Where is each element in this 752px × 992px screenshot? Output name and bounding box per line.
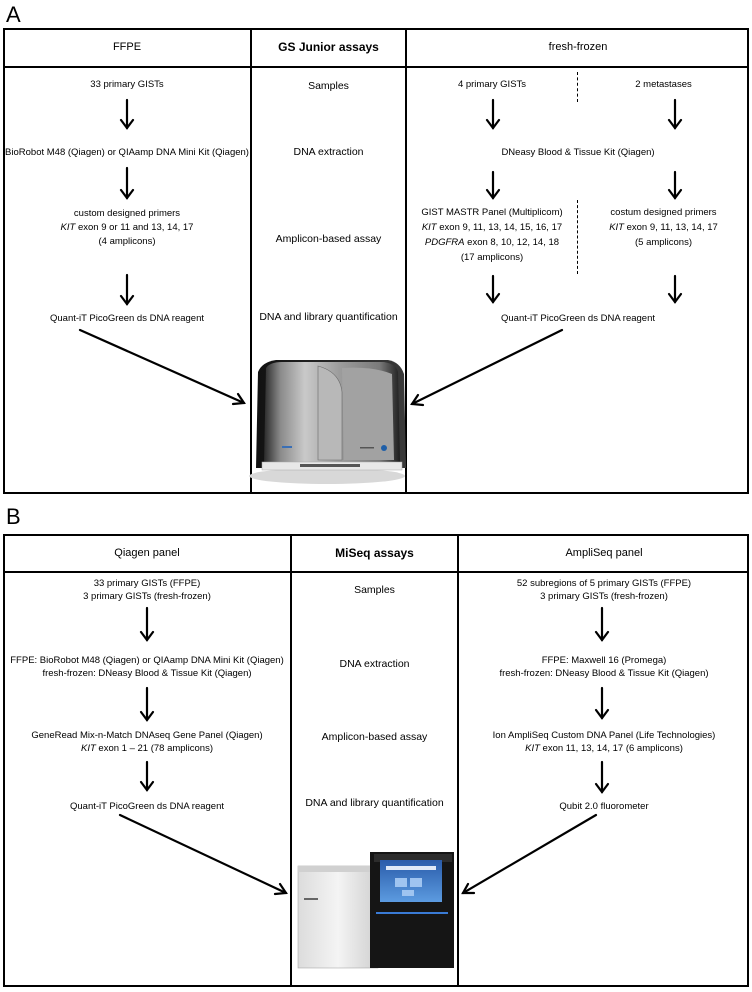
panel-a-right-divider xyxy=(405,28,407,494)
ffpe-quant: Quant-iT PicoGreen ds DNA reagent xyxy=(49,313,204,324)
qiagen-gene-exons: exon 1 – 21 (78 amplicons) xyxy=(95,743,213,754)
panel-a-header-center: GS Junior assays xyxy=(278,40,379,54)
frozen-left-kit-exons: exon 9, 11, 13, 14, 15, 16, 17 xyxy=(436,222,563,233)
frozen-left-assay-4: (17 amplicons) xyxy=(460,252,524,263)
qiagen-extraction-2: fresh-frozen: DNeasy Blood & Tissue Kit … xyxy=(42,668,252,679)
frozen-mid-divider xyxy=(577,200,578,274)
ampliseq-extraction-1: FFPE: Maxwell 16 (Promega) xyxy=(541,655,667,666)
panel-a-frame xyxy=(3,28,749,494)
frozen-extraction: DNeasy Blood & Tissue Kit (Qiagen) xyxy=(501,147,655,158)
frozen-left-kit: KIT xyxy=(421,222,437,233)
ffpe-samples: 33 primary GISTs xyxy=(90,79,164,90)
panel-a-header-divider xyxy=(3,66,749,68)
qiagen-assay-2: KIT exon 1 – 21 (78 amplicons) xyxy=(4,742,290,756)
panel-b-header-qiagen: Qiagen panel xyxy=(114,547,180,559)
frozen-left-assay-3: PDGFRA exon 8, 10, 12, 14, 18 xyxy=(407,236,577,250)
ffpe-assay-line-2: KIT exon 9 or 11 and 13, 14, 17 xyxy=(4,221,250,235)
ampliseq-assay-1: Ion AmpliSeq Custom DNA Panel (Life Tech… xyxy=(492,730,716,741)
panel-a-step-assay: Amplicon-based assay xyxy=(275,233,382,245)
panel-b-header-divider xyxy=(3,571,749,573)
panel-b-left-divider xyxy=(290,534,292,987)
qiagen-samples-2: 3 primary GISTs (fresh-frozen) xyxy=(83,591,211,602)
qiagen-quant: Quant-iT PicoGreen ds DNA reagent xyxy=(69,801,224,812)
frozen-right-assay-2: KIT exon 9, 11, 13, 14, 17 xyxy=(578,221,749,235)
panel-a-step-samples: Samples xyxy=(308,80,349,92)
frozen-left-pdgfra-exons: exon 8, 10, 12, 14, 18 xyxy=(464,237,560,248)
qiagen-samples-1: 33 primary GISTs (FFPE) xyxy=(93,578,201,589)
qiagen-gene-kit: KIT xyxy=(80,743,96,754)
ampliseq-samples-1: 52 subregions of 5 primary GISTs (FFPE) xyxy=(516,578,692,589)
ampliseq-gene-exons: exon 11, 13, 14, 17 (6 amplicons) xyxy=(539,743,683,754)
ffpe-assay-line-3: (4 amplicons) xyxy=(98,236,156,247)
ffpe-assay-line-1: custom designed primers xyxy=(73,208,181,219)
ampliseq-samples-2: 3 primary GISTs (fresh-frozen) xyxy=(540,591,668,602)
panel-a-step-extraction: DNA extraction xyxy=(293,146,364,158)
qiagen-extraction-1: FFPE: BioRobot M48 (Qiagen) or QIAamp DN… xyxy=(10,655,284,666)
panel-a-header-fresh-frozen: fresh-frozen xyxy=(548,41,608,53)
ffpe-exons: exon 9 or 11 and 13, 14, 17 xyxy=(75,222,194,233)
frozen-left-assay-1: GIST MASTR Panel (Multiplicom) xyxy=(421,207,563,218)
qiagen-assay-1: GeneRead Mix-n-Match DNAseq Gene Panel (… xyxy=(31,730,263,741)
frozen-samples-metastases: 2 metastases xyxy=(635,79,692,90)
panel-b-right-divider xyxy=(457,534,459,987)
ampliseq-gene-kit: KIT xyxy=(525,743,540,754)
frozen-right-assay-3: (5 amplicons) xyxy=(634,237,693,248)
frozen-left-pdgfra: PDGFRA xyxy=(424,237,465,248)
ampliseq-quant: Qubit 2.0 fluorometer xyxy=(559,801,649,812)
panel-b-step-extraction: DNA extraction xyxy=(339,658,410,670)
panel-a-header-ffpe: FFPE xyxy=(112,41,142,53)
ampliseq-extraction-2: fresh-frozen: DNeasy Blood & Tissue Kit … xyxy=(499,668,709,679)
ffpe-extraction: BioRobot M48 (Qiagen) or QIAamp DNA Mini… xyxy=(5,147,249,158)
panel-b-letter: B xyxy=(6,504,21,529)
panel-b-frame xyxy=(3,534,749,987)
panel-b-step-samples: Samples xyxy=(354,584,395,596)
frozen-quant: Quant-iT PicoGreen ds DNA reagent xyxy=(500,313,655,324)
frozen-top-divider xyxy=(577,72,578,102)
panel-a-left-divider xyxy=(250,28,252,494)
panel-b-step-assay: Amplicon-based assay xyxy=(321,731,428,743)
frozen-right-assay-1: costum designed primers xyxy=(610,207,717,218)
panel-b-header-ampliseq: AmpliSeq panel xyxy=(565,547,643,559)
panel-b-header-center: MiSeq assays xyxy=(335,546,414,560)
panel-a-letter: A xyxy=(6,2,21,27)
panel-b-step-quant: DNA and library quantification xyxy=(305,797,444,809)
panel-a-step-quant: DNA and library quantification xyxy=(259,311,398,323)
frozen-left-assay-2: KIT exon 9, 11, 13, 14, 15, 16, 17 xyxy=(407,221,577,235)
frozen-right-kit-exons: exon 9, 11, 13, 14, 17 xyxy=(623,222,718,233)
frozen-right-kit: KIT xyxy=(609,222,624,233)
ampliseq-assay-2: KIT exon 11, 13, 14, 17 (6 amplicons) xyxy=(459,742,749,756)
ffpe-gene-kit: KIT xyxy=(60,222,76,233)
frozen-samples-primary: 4 primary GISTs xyxy=(457,79,527,90)
